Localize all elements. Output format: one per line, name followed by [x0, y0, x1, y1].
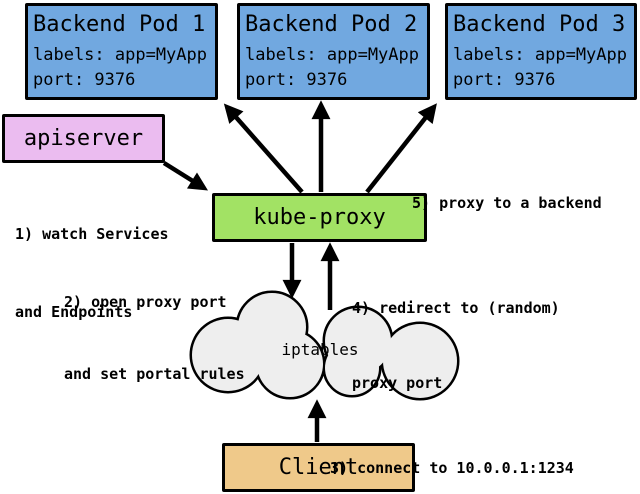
kube-proxy-node: kube-proxy [212, 193, 427, 242]
backend-pod-3-labels-text: labels: app=MyApp [453, 45, 627, 65]
step-5-label: 5) proxy to a backend [412, 143, 602, 263]
kube-proxy-label: kube-proxy [253, 205, 386, 230]
client-label: Client [278, 455, 359, 480]
iptables-label: iptables [281, 340, 359, 359]
step-4-label: 4) redirect to (random) proxy port [352, 246, 560, 446]
step-1-label: 1) watch Services and Endpoints [15, 169, 169, 377]
backend-pod-1-port-text: port: 9376 [33, 70, 136, 90]
step-1-line-2: and Endpoints [15, 303, 133, 321]
backend-pod-2-port-text: port: 9376 [245, 70, 348, 90]
backend-pod-1-title: Backend Pod 1 [33, 12, 206, 37]
backend-pod-1-node: Backend Pod 1 labels: app=MyApp port: 93… [25, 3, 218, 100]
step-5-line-1: 5) proxy to a backend [412, 194, 602, 212]
apiserver-node: apiserver [2, 114, 165, 163]
backend-pod-1-labels-text: labels: app=MyApp [33, 45, 207, 65]
step-4-line-2: proxy port [352, 374, 443, 392]
client-node: Client [222, 443, 415, 492]
apiserver-label: apiserver [23, 126, 144, 151]
backend-pod-3-node: Backend Pod 3 labels: app=MyApp port: 93… [445, 3, 637, 100]
arrow-kube-proxy-to-pod-1 [223, 103, 304, 194]
step-1-line-1: 1) watch Services [15, 225, 169, 243]
step-2-label: 2) open proxy port and set portal rules [64, 242, 245, 434]
backend-pod-2-labels-text: labels: app=MyApp [245, 45, 419, 65]
backend-pod-3-port-text: port: 9376 [453, 70, 556, 90]
step-2-line-1: 2) open proxy port [64, 293, 227, 311]
backend-pod-2-node: Backend Pod 2 labels: app=MyApp port: 93… [237, 3, 430, 100]
backend-pod-2-title: Backend Pod 2 [245, 12, 418, 37]
step-3-label: 3) connect to 10.0.0.1:1234 [330, 408, 574, 494]
step-2-line-2: and set portal rules [64, 365, 245, 383]
step-3-line-1: 3) connect to 10.0.0.1:1234 [330, 459, 574, 477]
step-4-line-1: 4) redirect to (random) [352, 299, 560, 317]
arrow-apiserver-to-kube-proxy [162, 161, 209, 191]
backend-pod-3-title: Backend Pod 3 [453, 12, 626, 37]
